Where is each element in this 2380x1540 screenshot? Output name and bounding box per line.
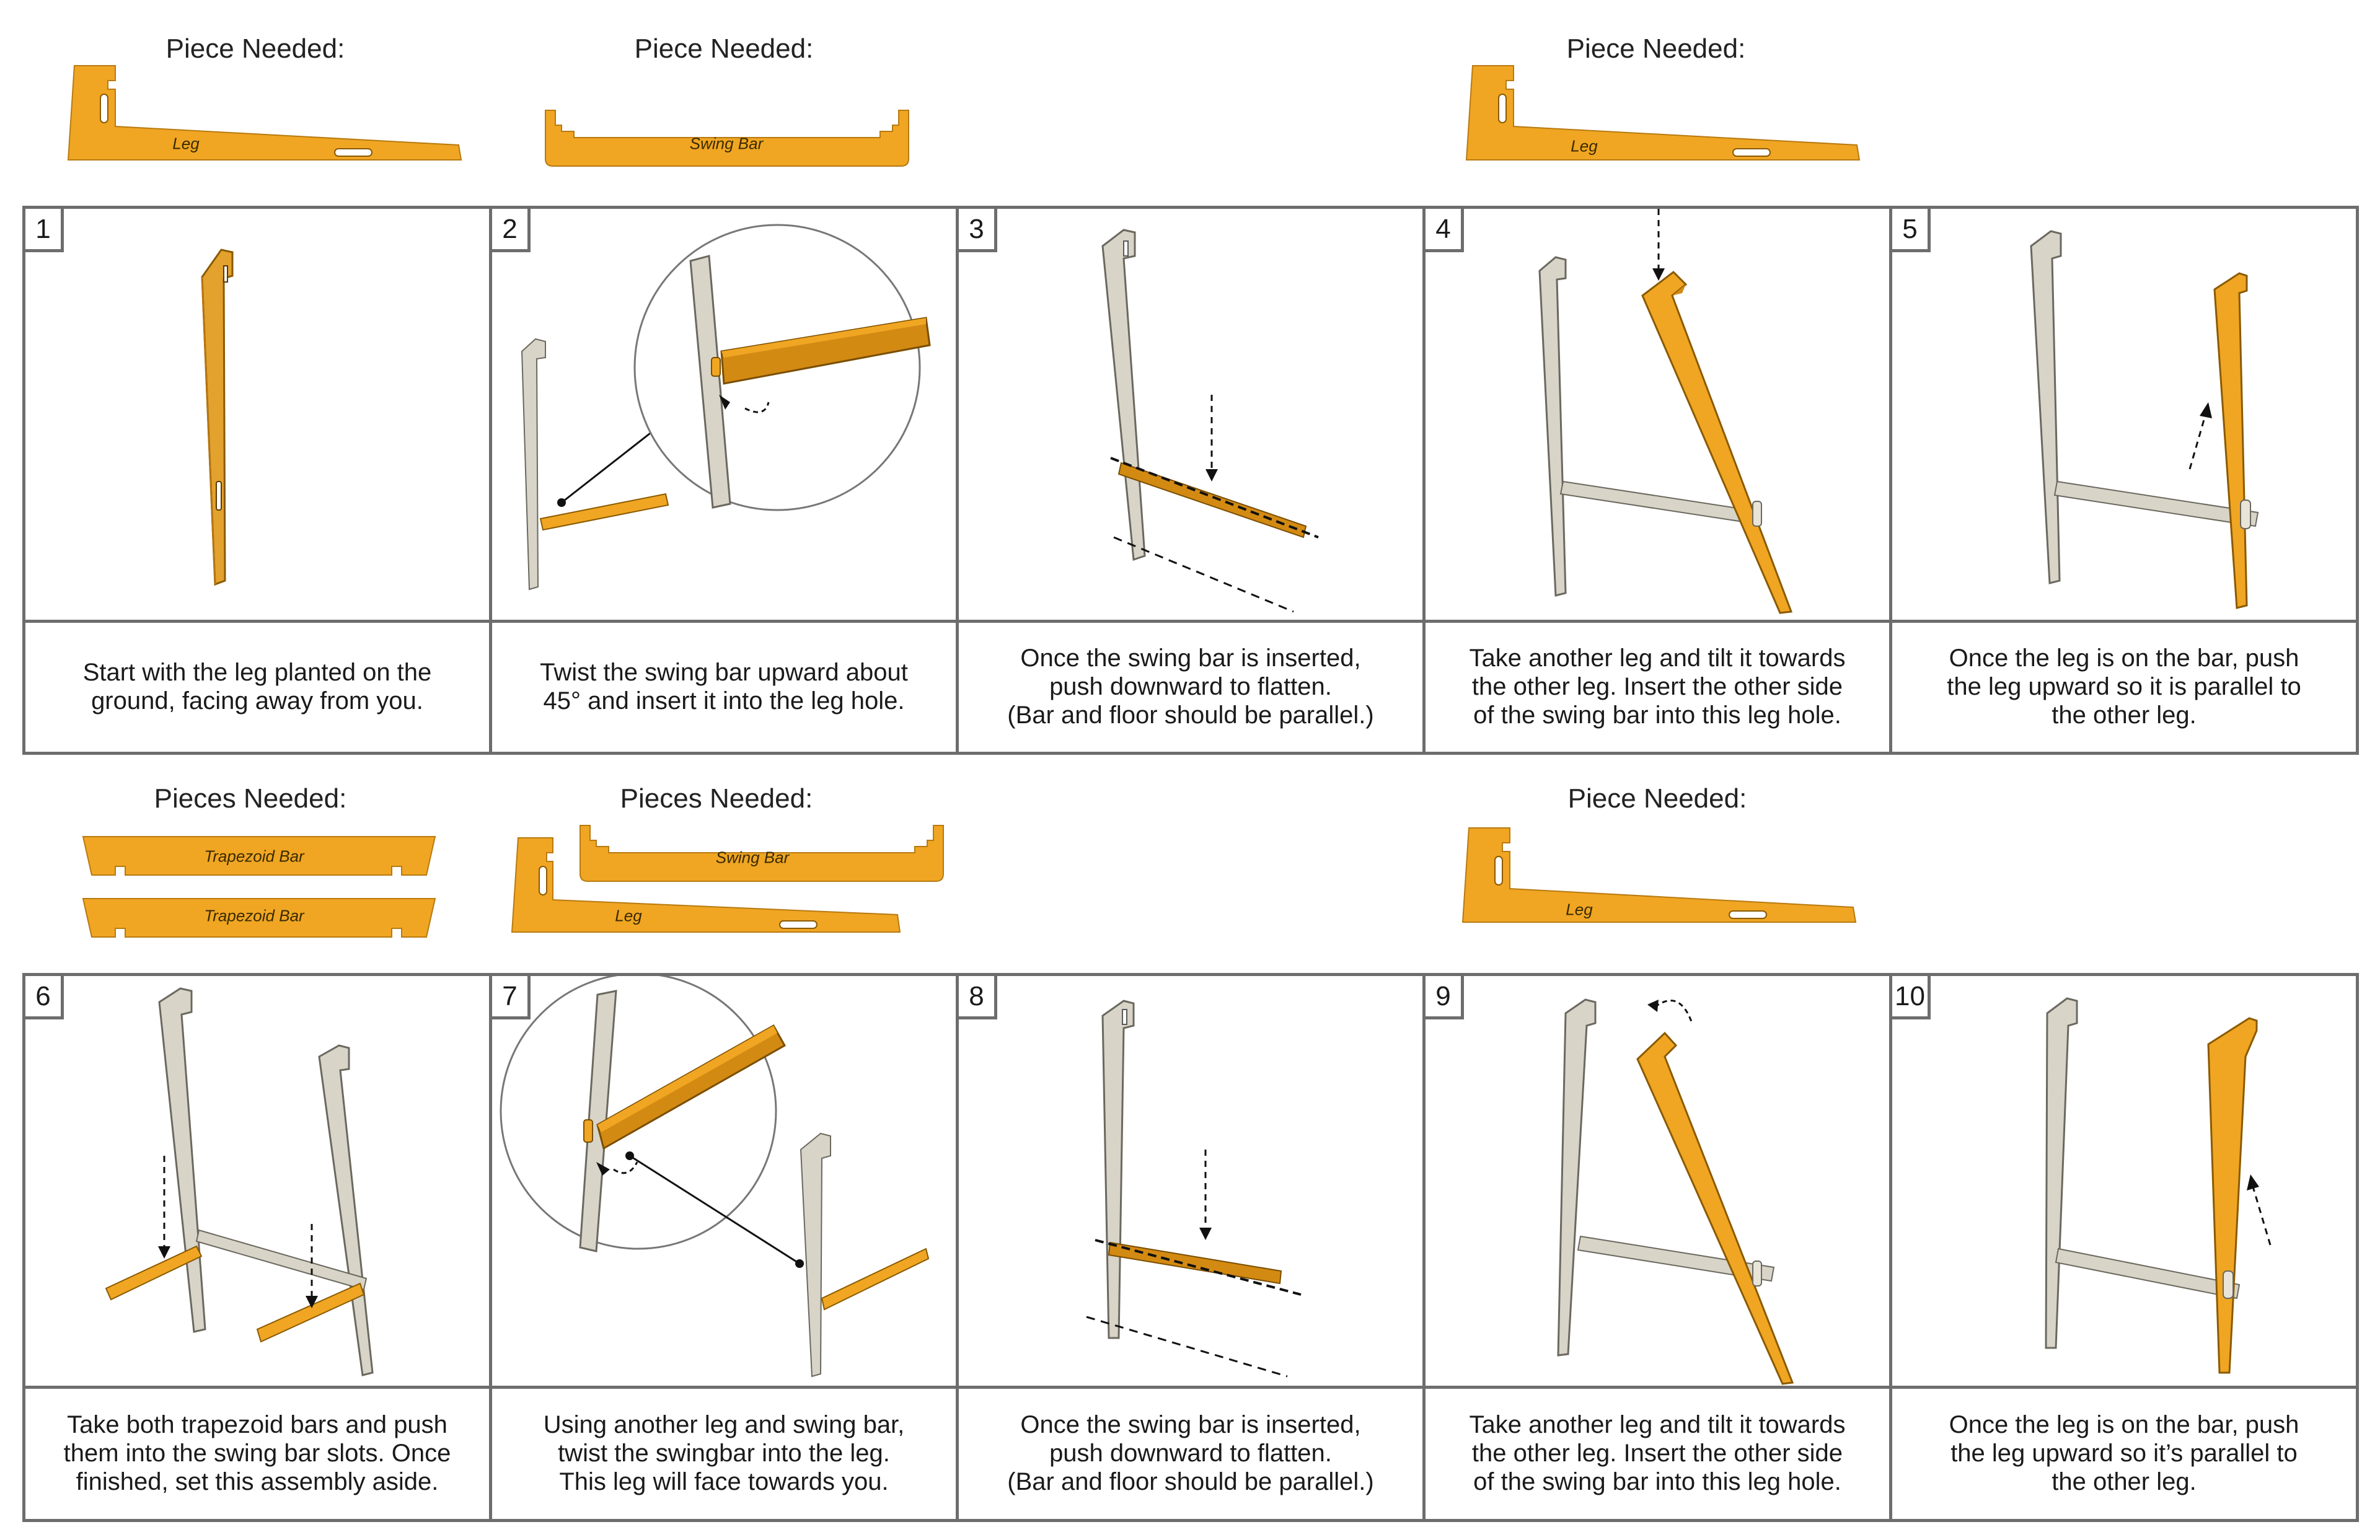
step-illustration bbox=[492, 976, 956, 1389]
step-number: 7 bbox=[492, 976, 531, 1019]
caption-line: Take another leg and tilt it towards bbox=[1469, 1411, 1846, 1438]
caption-line: of the swing bar into this leg hole. bbox=[1473, 702, 1841, 729]
caption-line: the other leg. Insert the other side bbox=[1471, 673, 1843, 700]
leg-label: Leg bbox=[615, 906, 642, 925]
caption-line: This leg will face towards you. bbox=[559, 1468, 889, 1495]
leg-and-flat-bar-illustration bbox=[1086, 1000, 1302, 1378]
step-illustration bbox=[1892, 209, 2356, 623]
caption-line: 45° and insert it into the leg hole. bbox=[543, 687, 905, 715]
caption-line: (Bar and floor should be parallel.) bbox=[1007, 702, 1374, 729]
step-illustration bbox=[1426, 976, 1889, 1389]
step-number: 6 bbox=[25, 976, 64, 1019]
caption-line: the other leg. bbox=[2052, 1468, 2197, 1495]
step-number: 2 bbox=[492, 209, 531, 252]
step-panel-3: 3 Once the swing bar is inserted,push do… bbox=[956, 206, 1426, 755]
step-panel-8: 8 Once the swing bar is inserted,push do… bbox=[956, 973, 1426, 1522]
step-caption: Using another leg and swing bar,twist th… bbox=[492, 1388, 956, 1519]
trapezoid-bar-label: Trapezoid Bar bbox=[204, 847, 304, 866]
caption-line: finished, set this assembly aside. bbox=[76, 1468, 439, 1495]
pieces-needed-heading-7: Pieces Needed: bbox=[620, 783, 813, 814]
caption-line: Once the leg is on the bar, push bbox=[1949, 645, 2299, 672]
leg-piece bbox=[511, 837, 901, 933]
caption-line: Start with the leg planted on the bbox=[82, 659, 432, 686]
leg-label: Leg bbox=[1566, 900, 1593, 919]
piece-needed-heading-9: Piece Needed: bbox=[1567, 783, 1747, 814]
caption-line: push downward to flatten. bbox=[1049, 1440, 1332, 1467]
step-illustration bbox=[959, 976, 1422, 1389]
leg-piece bbox=[1461, 827, 1857, 923]
leg-illustration bbox=[201, 249, 234, 586]
caption-line: ground, facing away from you. bbox=[91, 687, 423, 715]
step-number: 10 bbox=[1892, 976, 1931, 1019]
two-legs-illustration bbox=[1557, 998, 1794, 1385]
step-number: 3 bbox=[959, 209, 997, 252]
step-number: 8 bbox=[959, 976, 997, 1019]
step-number: 4 bbox=[1426, 209, 1464, 252]
swing-bar-label: Swing Bar bbox=[689, 134, 764, 153]
step-illustration bbox=[959, 209, 1422, 623]
two-parallel-legs-illustration bbox=[2030, 230, 2259, 609]
second-leg-illustration bbox=[500, 976, 930, 1378]
caption-line: push downward to flatten. bbox=[1049, 673, 1332, 700]
leg-label: Leg bbox=[1571, 136, 1598, 156]
leg-piece bbox=[67, 65, 462, 161]
step-number: 9 bbox=[1426, 976, 1464, 1019]
two-legs-illustration bbox=[1538, 209, 1793, 614]
leg-label: Leg bbox=[172, 134, 200, 153]
caption-line: Take another leg and tilt it towards bbox=[1469, 645, 1846, 672]
caption-line: the leg upward so it’s parallel to bbox=[1950, 1440, 2298, 1467]
caption-line: Using another leg and swing bar, bbox=[543, 1411, 905, 1438]
caption-line: (Bar and floor should be parallel.) bbox=[1007, 1468, 1374, 1495]
piece-needed-heading-2: Piece Needed: bbox=[634, 33, 814, 64]
pieces-needed-heading-6: Pieces Needed: bbox=[154, 783, 347, 814]
leg-piece bbox=[1465, 65, 1861, 161]
caption-line: the other leg. Insert the other side bbox=[1471, 1440, 1843, 1467]
trapezoid-bar-label: Trapezoid Bar bbox=[204, 906, 304, 925]
two-parallel-legs-illustration bbox=[2045, 997, 2272, 1374]
swing-bar-piece bbox=[545, 110, 909, 167]
caption-line: Once the swing bar is inserted, bbox=[1020, 1411, 1361, 1438]
trapezoid-bar-piece bbox=[82, 836, 436, 938]
step-panel-7: 7 Using another leg and swing bar,twist … bbox=[489, 973, 959, 1522]
step-caption: Once the swing bar is inserted,push down… bbox=[959, 1388, 1422, 1519]
step-illustration bbox=[1892, 976, 2356, 1389]
step-illustration bbox=[492, 209, 956, 623]
caption-line: Twist the swing bar upward about bbox=[540, 659, 908, 686]
caption-line: Once the leg is on the bar, push bbox=[1949, 1411, 2299, 1438]
caption-line: Once the swing bar is inserted, bbox=[1020, 645, 1361, 672]
piece-needed-heading-4: Piece Needed: bbox=[1566, 33, 1746, 64]
step-caption: Once the swing bar is inserted,push down… bbox=[959, 622, 1422, 752]
leg-and-swing-bar-illustration bbox=[521, 224, 931, 591]
step-illustration bbox=[1426, 209, 1889, 623]
step-illustration bbox=[25, 209, 489, 623]
trapezoid-assembly-illustration bbox=[105, 987, 374, 1376]
leg-and-flat-bar-illustration bbox=[1101, 229, 1319, 613]
caption-line: Take both trapezoid bars and push bbox=[67, 1411, 447, 1438]
step-number: 5 bbox=[1892, 209, 1931, 252]
swing-bar-piece bbox=[580, 825, 944, 882]
caption-line: them into the swing bar slots. Once bbox=[63, 1440, 451, 1467]
caption-line: the other leg. bbox=[2052, 702, 2197, 729]
step-number: 1 bbox=[25, 209, 64, 252]
caption-line: the leg upward so it is parallel to bbox=[1947, 673, 2301, 700]
piece-needed-heading-1: Piece Needed: bbox=[165, 33, 345, 64]
step-illustration bbox=[25, 976, 489, 1389]
swing-bar-label: Swing Bar bbox=[715, 848, 790, 867]
caption-line: of the swing bar into this leg hole. bbox=[1473, 1468, 1841, 1495]
caption-line: twist the swingbar into the leg. bbox=[558, 1440, 890, 1467]
